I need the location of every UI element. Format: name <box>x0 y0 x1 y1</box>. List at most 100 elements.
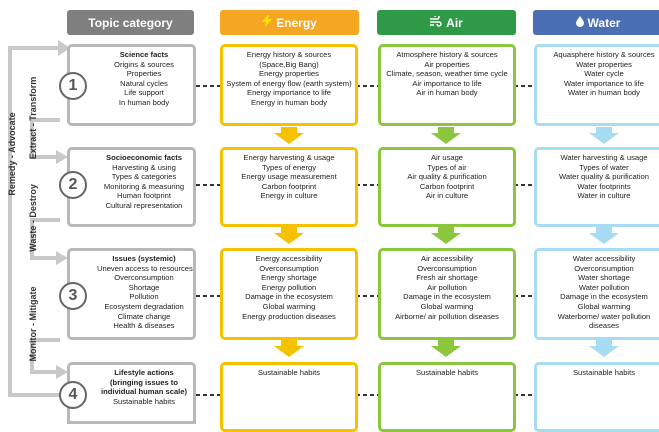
energy-box-4: Sustainable habits <box>220 362 358 432</box>
topic-1-line: Origins & sources <box>114 59 174 69</box>
energy-2-line: Energy in culture <box>260 191 318 201</box>
bracket-2 <box>30 218 60 260</box>
topic-3-title: Issues (systemic) <box>112 254 176 263</box>
energy-box-2: Energy harvesting & usage Types of energ… <box>220 147 358 227</box>
air-1-line: Air importance to life <box>412 78 482 88</box>
air-3-line: Global warming <box>420 301 474 311</box>
air-2-line: Types of air <box>427 162 467 172</box>
air-1-line: Atmosphere history & sources <box>396 50 498 59</box>
topic-1-line: Life support <box>124 88 164 98</box>
water-1-line: Water in human body <box>568 88 640 98</box>
lightning-icon <box>262 15 273 30</box>
water-2-line: Water quality & purification <box>558 172 650 182</box>
water-2-line: Water footprints <box>577 181 631 191</box>
water-3-line: Damage in the ecosystem <box>560 292 648 302</box>
energy-2-line: Energy harvesting & usage <box>243 153 335 162</box>
air-4-line: Sustainable habits <box>415 368 479 377</box>
step-number-4: 4 <box>59 381 87 409</box>
topic-1-line: Natural cycles <box>120 78 168 88</box>
energy-3-line: Energy shortage <box>261 273 317 283</box>
air-box-4: Sustainable habits <box>378 362 516 432</box>
header-air: Air <box>377 10 516 35</box>
wind-icon <box>430 13 442 30</box>
water-2-line: Water harvesting & usage <box>560 153 648 162</box>
air-3-line: Fresh air shortage <box>416 273 478 283</box>
water-4-line: Sustainable habits <box>572 368 636 377</box>
step-number-2: 2 <box>59 171 87 199</box>
water-box-4: Sustainable habits <box>534 362 659 432</box>
droplet-icon <box>575 15 584 30</box>
topic-3-line: Health & diseases <box>113 321 175 331</box>
topic-4-title: Lifestyle actions <box>114 368 174 377</box>
topic-4-line: Sustainable habits <box>112 396 176 406</box>
energy-3-line: Energy pollution <box>261 282 317 292</box>
air-1-line: Air in human body <box>416 88 478 98</box>
water-3-line: Water pollution <box>578 282 630 292</box>
water-3-line: Waterborne/ water pollution <box>557 311 651 321</box>
bracket-3-arrow <box>56 365 68 379</box>
air-box-1: Atmosphere history & sources Air propert… <box>378 44 516 126</box>
topic-2-line: Cultural representation <box>105 200 183 210</box>
header-topic-category: Topic category <box>67 10 194 35</box>
side-label-extract: Extract - Transform <box>28 76 38 160</box>
air-3-line: Air pollution <box>427 282 467 292</box>
topic-1-title: Science facts <box>119 50 169 59</box>
topic-box-3: Issues (systemic) Uneven access to resou… <box>67 248 196 340</box>
water-arrows <box>589 127 619 357</box>
energy-1-line: (Space,Big Bang) <box>259 59 319 69</box>
energy-3-line: Overconsumption <box>259 263 319 273</box>
topic-2-line: Human footprint <box>116 191 172 201</box>
energy-1-line: Energy importance to life <box>247 88 331 98</box>
side-label-waste: Waste - Destroy <box>28 184 38 252</box>
air-1-line: Air properties <box>424 59 470 69</box>
topic-4-title: (bringing issues to <box>110 377 178 387</box>
water-3-line: Water shortage <box>578 273 630 283</box>
topic-box-1: Science facts Origins & sources Properti… <box>67 44 196 126</box>
topic-3-line: Shortage <box>128 282 160 292</box>
header-energy-label: Energy <box>276 15 317 30</box>
water-3-line: Global warming <box>577 301 631 311</box>
topic-4-title: individual human scale) <box>100 387 188 397</box>
energy-2-line: Carbon footprint <box>261 181 317 191</box>
step-number-3: 3 <box>59 282 87 310</box>
water-box-1: Aquasphere history & sources Water prope… <box>534 44 659 126</box>
topic-box-2: Socioeconomic facts Harvesting & using T… <box>67 147 196 227</box>
energy-arrows <box>274 127 304 357</box>
air-3-line: Overconsumption <box>417 263 477 273</box>
bracket-3 <box>30 338 60 374</box>
water-3-line: Water accessibility <box>572 254 636 263</box>
air-box-3: Air accessibility Overconsumption Fresh … <box>378 248 516 340</box>
water-1-line: Water properties <box>576 59 632 69</box>
energy-1-line: Energy properties <box>259 69 319 79</box>
water-1-line: Water importance to life <box>564 78 644 88</box>
air-box-2: Air usage Types of air Air quality & pur… <box>378 147 516 227</box>
air-arrows <box>431 127 461 357</box>
topic-box-4: Lifestyle actions (bringing issues to in… <box>67 362 196 424</box>
air-1-line: Climate, season, weather time cycle <box>386 69 508 79</box>
air-3-line: Airborne/ air pollution diseases <box>395 311 499 321</box>
energy-3-line: Global warming <box>262 301 316 311</box>
topic-3-line: Climate change <box>117 311 171 321</box>
topic-3-line: Pollution <box>129 292 159 302</box>
water-1-line: Aquasphere history & sources <box>553 50 655 59</box>
energy-1-line: Energy history & sources <box>246 50 332 59</box>
header-air-label: Air <box>446 15 463 30</box>
header-water-label: Water <box>587 15 621 30</box>
topic-2-line: Monitoring & measuring <box>103 181 185 191</box>
air-3-line: Damage in the ecosystem <box>403 292 491 302</box>
energy-1-line: System of energy flow (earth system) <box>226 78 352 88</box>
header-topic-label: Topic category <box>88 15 173 30</box>
air-2-line: Carbon footprint <box>419 181 475 191</box>
topic-1-line: Properties <box>126 69 162 79</box>
remedy-bracket <box>8 46 60 397</box>
water-3-line: diseases <box>589 321 619 331</box>
energy-2-line: Energy usage measurement <box>241 172 337 182</box>
water-1-line: Water cycle <box>584 69 624 79</box>
topic-3-line: Overconsumption <box>114 273 174 283</box>
topic-1-line: In human body <box>118 97 170 107</box>
topic-2-line: Types & categories <box>111 172 177 182</box>
header-energy: Energy <box>220 10 359 35</box>
water-2-line: Types of water <box>579 162 629 172</box>
energy-box-3: Energy accessibility Overconsumption Ene… <box>220 248 358 340</box>
